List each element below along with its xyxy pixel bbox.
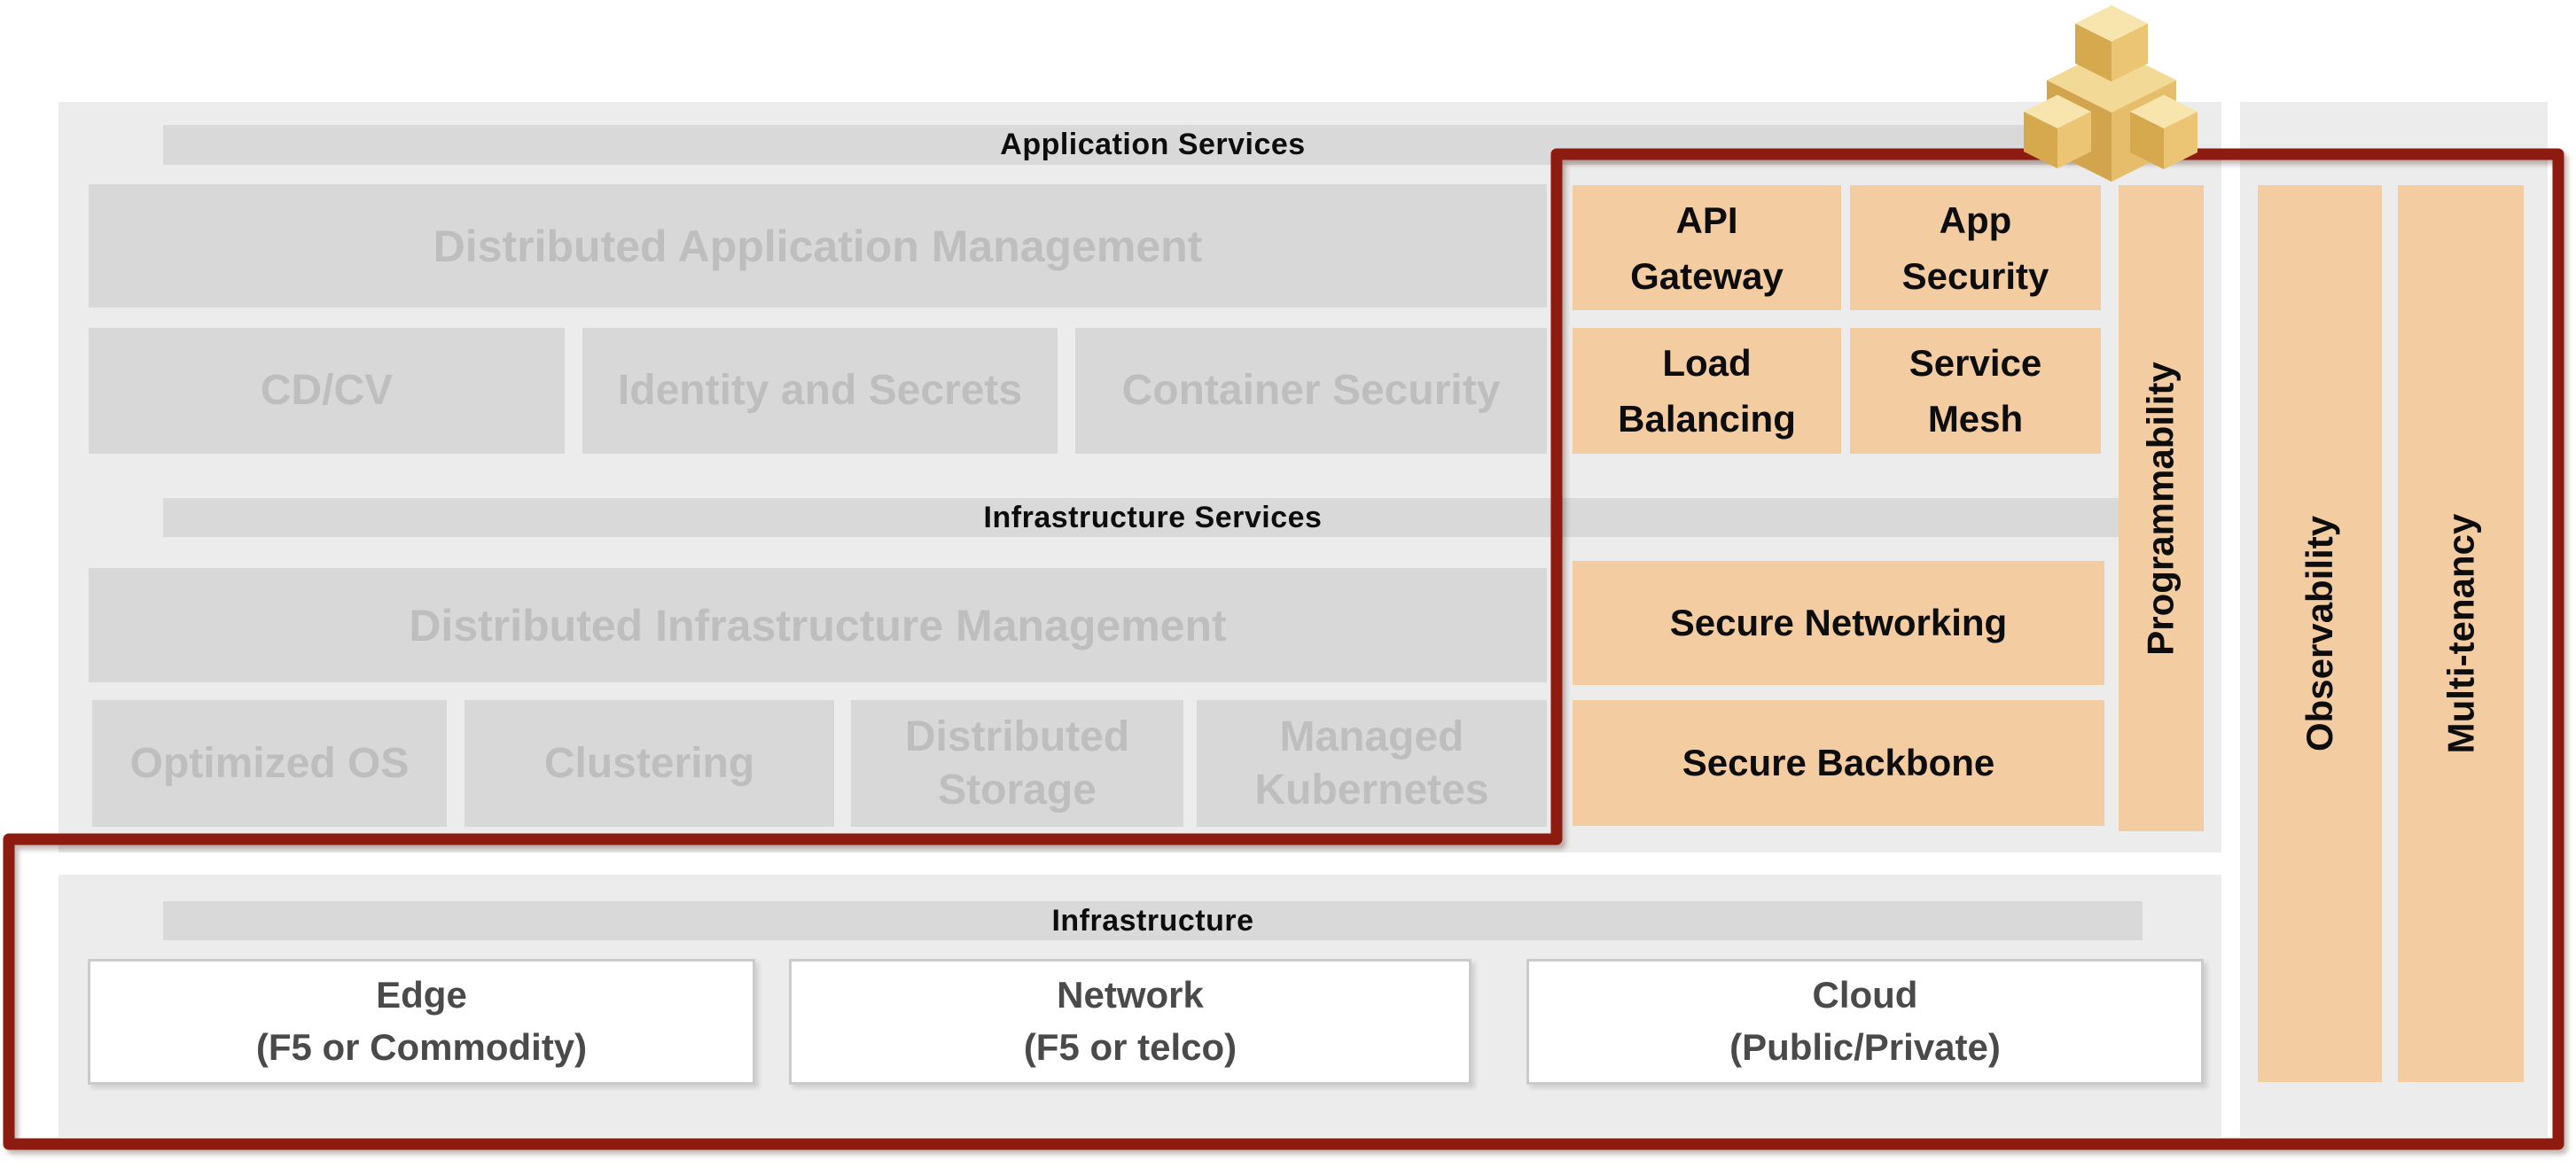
multi-tenancy-label: Multi-tenancy <box>2439 513 2481 754</box>
application-services-header-bar: Application Services <box>163 125 2143 165</box>
cloud-box: Cloud(Public/Private) <box>1526 959 2204 1085</box>
network-label: Network(F5 or telco) <box>1023 974 1237 1068</box>
programmability-label: Programmability <box>2140 361 2182 656</box>
infrastructure-services-header-label: Infrastructure Services <box>983 500 1323 534</box>
secure-networking-box: Secure Networking <box>1573 561 2104 685</box>
clustering-box: Clustering <box>464 700 834 827</box>
secure-networking-label: Secure Networking <box>1669 601 2008 643</box>
optimized-os-label: Optimized OS <box>129 739 410 787</box>
edge-box: Edge(F5 or Commodity) <box>88 959 755 1085</box>
observability-label: Observability <box>2299 515 2341 752</box>
secure-backbone-label: Secure Backbone <box>1682 741 1995 783</box>
optimized-os-box: Optimized OS <box>92 700 447 827</box>
cd-cv-label: CD/CV <box>260 367 394 414</box>
clustering-label: Clustering <box>543 739 755 787</box>
programmability-rail: Programmability <box>2119 185 2204 831</box>
distributed-infrastructure-management-box: Distributed Infrastructure Management <box>89 568 1547 682</box>
distributed-infrastructure-management-label: Distributed Infrastructure Management <box>409 600 1227 650</box>
application-services-header-label: Application Services <box>1000 128 1306 161</box>
distributed-application-management-label: Distributed Application Management <box>433 221 1203 271</box>
infrastructure-services-header-bar: Infrastructure Services <box>163 498 2143 537</box>
edge-label: Edge(F5 or Commodity) <box>255 974 588 1068</box>
cd-cv-box: CD/CV <box>89 328 565 454</box>
infrastructure-header-label: Infrastructure <box>1051 903 1254 938</box>
observability-rail: Observability <box>2258 185 2382 1082</box>
container-security-box: Container Security <box>1075 328 1547 454</box>
multi-tenancy-rail: Multi-tenancy <box>2398 185 2524 1082</box>
infrastructure-header-bar: Infrastructure <box>163 901 2143 940</box>
container-security-label: Container Security <box>1121 367 1501 414</box>
identity-and-secrets-box: Identity and Secrets <box>582 328 1058 454</box>
cloud-label: Cloud(Public/Private) <box>1729 974 2001 1068</box>
identity-and-secrets-label: Identity and Secrets <box>617 367 1023 414</box>
secure-backbone-box: Secure Backbone <box>1573 700 2104 826</box>
network-box: Network(F5 or telco) <box>789 959 1471 1085</box>
distributed-application-management-box: Distributed Application Management <box>89 184 1547 308</box>
